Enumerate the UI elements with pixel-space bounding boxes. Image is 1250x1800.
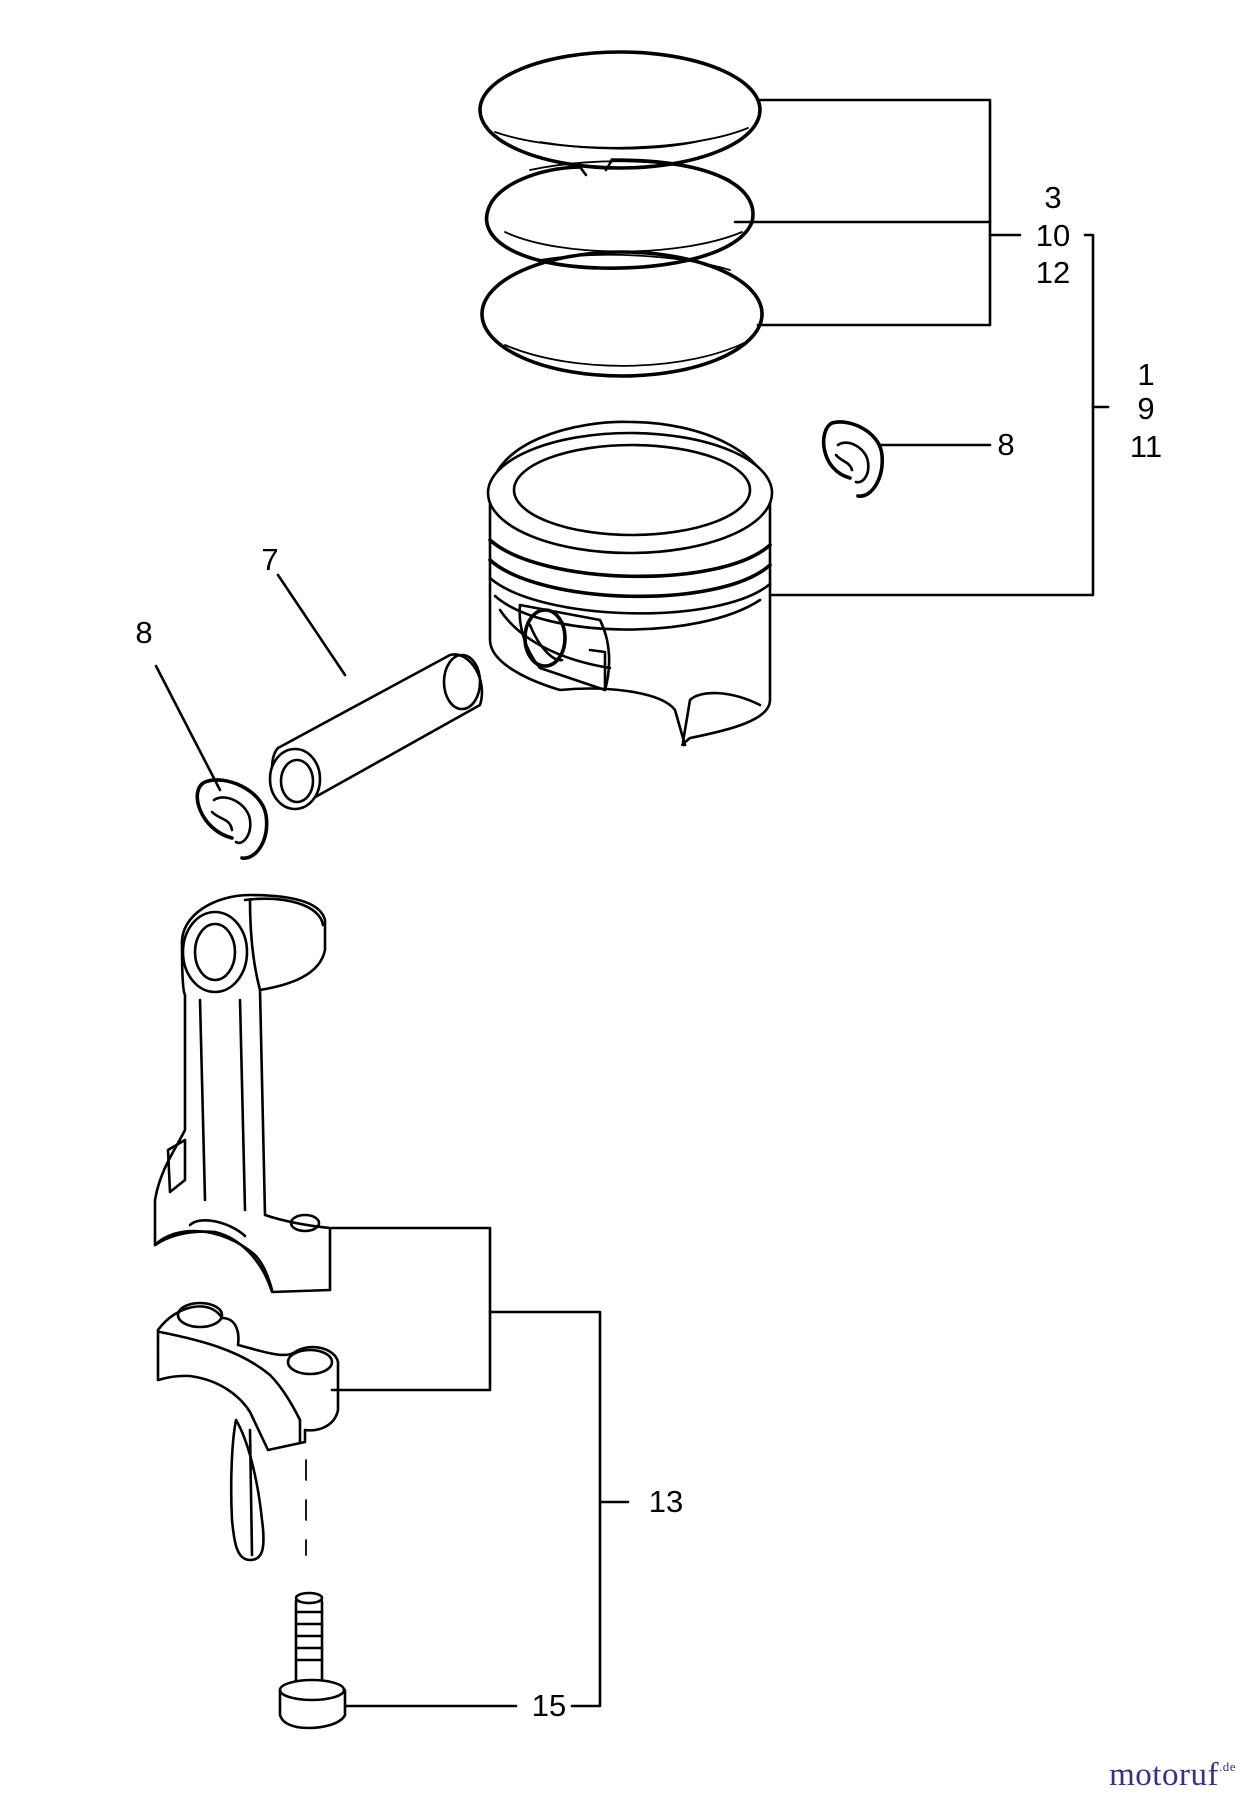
connecting-rod-bolt [278, 1459, 347, 1730]
callout-circlip-left: 8 [135, 615, 152, 650]
callout-pin: 7 [261, 542, 278, 577]
watermark-logo: motoruf.de [1109, 1757, 1236, 1794]
wrist-pin [268, 653, 484, 811]
circlip-right [821, 420, 884, 498]
connecting-rod [153, 893, 332, 1294]
piston-ring-top [478, 50, 762, 170]
callout-piston-1: 1 [1137, 357, 1154, 392]
callout-bolt: 15 [532, 1688, 566, 1723]
callout-rings-3: 12 [1036, 255, 1070, 290]
circlip-left [195, 778, 269, 860]
watermark-name: motoruf [1109, 1757, 1219, 1793]
piston-ring-bottom [480, 250, 764, 378]
piston [486, 420, 774, 747]
callout-circlip-right: 8 [997, 427, 1014, 462]
callout-rings-2: 10 [1036, 218, 1070, 253]
callout-piston-2: 9 [1137, 391, 1154, 426]
connecting-rod-cap [156, 1301, 340, 1562]
callout-piston-3: 11 [1130, 429, 1162, 464]
callout-rings-1: 3 [1044, 180, 1061, 215]
watermark-suffix: .de [1218, 1759, 1236, 1774]
leader-lines [154, 98, 1110, 1708]
callout-rod-assembly: 13 [649, 1484, 683, 1519]
